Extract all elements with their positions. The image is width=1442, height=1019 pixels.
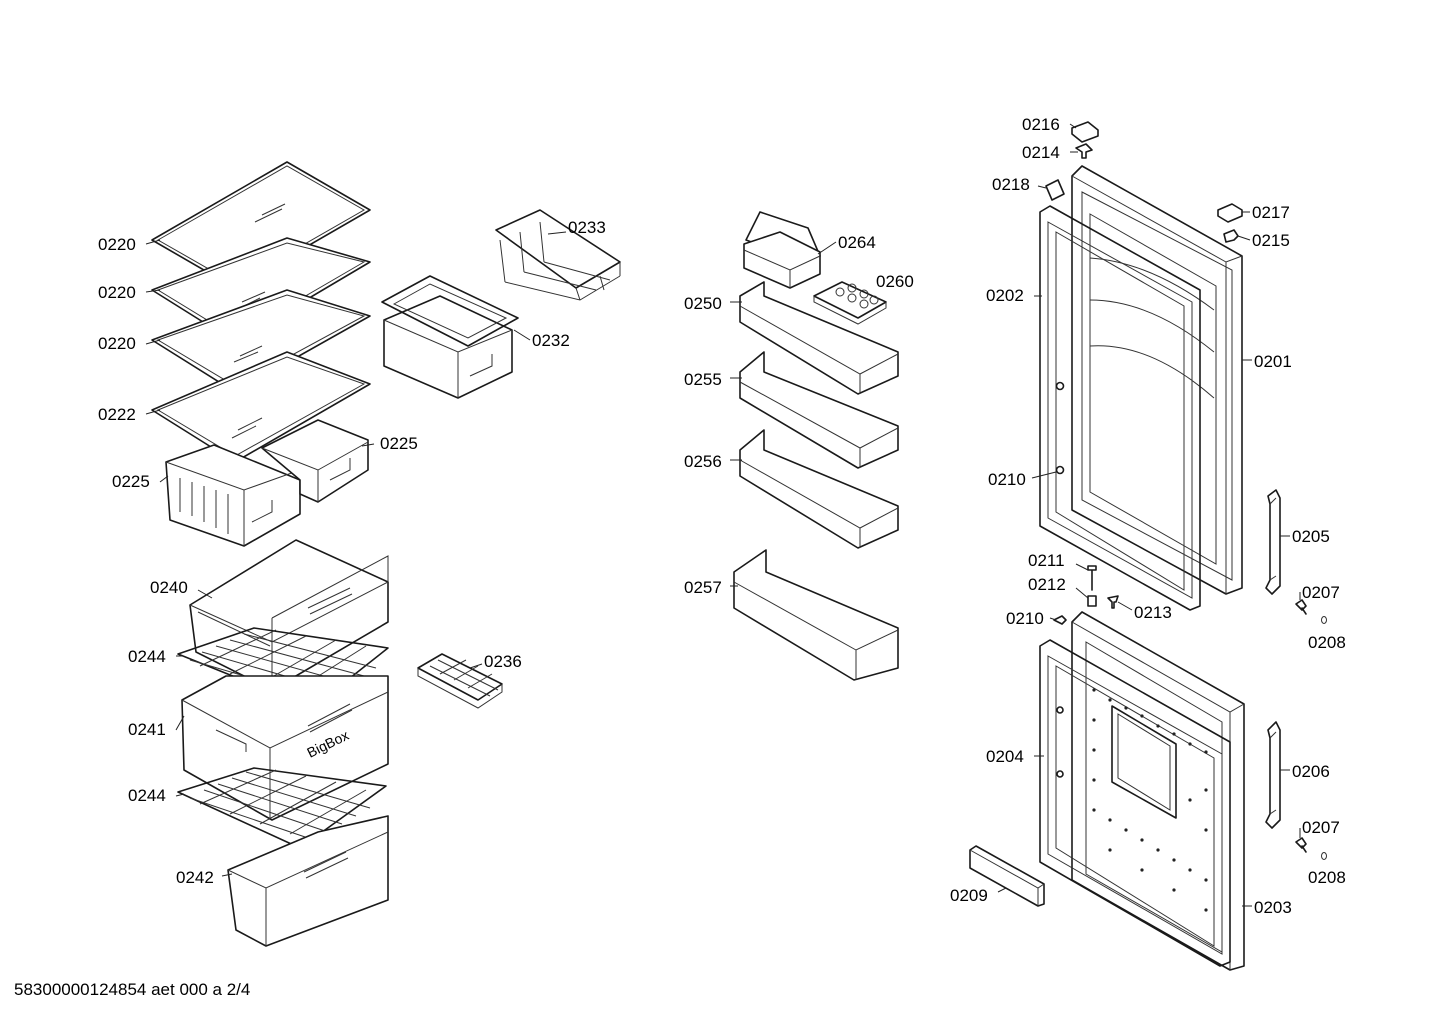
- part-labels: 0220 0220 0220 0222 0225 0225 0233 0232 …: [98, 115, 1346, 917]
- label-0208-a: 0208: [1308, 633, 1346, 652]
- label-0264: 0264: [838, 233, 876, 252]
- label-0203: 0203: [1254, 898, 1292, 917]
- handle-0206: [1265, 721, 1281, 829]
- handle-0205: [1265, 489, 1281, 595]
- label-0244-b: 0244: [128, 786, 166, 805]
- freezer-drawer-0242: [227, 815, 389, 947]
- label-0250: 0250: [684, 294, 722, 313]
- door-gasket-0204: [1039, 639, 1231, 967]
- label-0244-a: 0244: [128, 647, 166, 666]
- label-0201: 0201: [1254, 352, 1292, 371]
- label-0208-b: 0208: [1308, 868, 1346, 887]
- label-0210-b: 0210: [1006, 609, 1044, 628]
- door-inner-panel-dots: [1092, 688, 1208, 912]
- label-0225-b: 0225: [112, 472, 150, 491]
- label-0205: 0205: [1292, 527, 1330, 546]
- document-code-footer: 58300000124854 aet 000 a 2/4: [14, 980, 251, 999]
- door-gasket-0202: [1039, 205, 1201, 611]
- crisper-drawer-0225-left: [165, 444, 301, 547]
- screw-0210-upper-a: [1055, 381, 1065, 391]
- pin-0213: [1107, 595, 1119, 609]
- storage-bin-0232: [381, 275, 519, 399]
- label-0256: 0256: [684, 452, 722, 471]
- label-0206: 0206: [1292, 762, 1330, 781]
- label-0216: 0216: [1022, 115, 1060, 134]
- label-0217: 0217: [1252, 203, 1290, 222]
- door-bin-0257: [733, 549, 899, 681]
- label-0225-a: 0225: [380, 434, 418, 453]
- label-0207-b: 0207: [1302, 818, 1340, 837]
- label-0220-b: 0220: [98, 283, 136, 302]
- door-bin-0250: [739, 281, 899, 395]
- upper-door-0201: [1071, 165, 1243, 595]
- butter-dish-0264: [743, 211, 821, 289]
- label-0255: 0255: [684, 370, 722, 389]
- hinge-bolt-0211: [1087, 565, 1097, 591]
- label-0242: 0242: [176, 868, 214, 887]
- bushing-0212: [1087, 595, 1097, 607]
- label-0241: 0241: [128, 720, 166, 739]
- cover-plate-0218: [1045, 179, 1065, 201]
- hinge-cover-0216: [1071, 121, 1099, 143]
- label-0209: 0209: [950, 886, 988, 905]
- label-0213: 0213: [1134, 603, 1172, 622]
- screw-0210-lower: [1053, 615, 1067, 625]
- trim-strip-0209: [969, 845, 1045, 907]
- door-bin-0256: [739, 429, 899, 549]
- label-0233: 0233: [568, 218, 606, 237]
- egg-tray-0260: [813, 281, 887, 325]
- screw-0210-upper-b: [1055, 465, 1065, 475]
- label-0211: 0211: [1028, 551, 1065, 570]
- washer-0208-lower: [1321, 852, 1327, 860]
- glass-shelf-0220-third: [151, 289, 371, 393]
- label-0257: 0257: [684, 578, 722, 597]
- door-bin-0255: [739, 351, 899, 469]
- wire-shelf-0244-lower: [177, 767, 387, 849]
- hinge-cover-0217: [1217, 203, 1243, 223]
- washer-0208-upper: [1321, 616, 1327, 624]
- screw-0207-lower: [1295, 837, 1307, 853]
- label-0215: 0215: [1252, 231, 1290, 250]
- label-0212: 0212: [1028, 575, 1066, 594]
- glass-shelf-0222: [151, 351, 371, 463]
- label-0260: 0260: [876, 272, 914, 291]
- screw-0207-upper: [1295, 599, 1307, 615]
- hinge-pin-0214: [1075, 143, 1093, 159]
- hinge-pin-0215: [1223, 229, 1239, 243]
- label-0210-a: 0210: [988, 470, 1026, 489]
- label-0204: 0204: [986, 747, 1024, 766]
- ice-tray-0236: [417, 653, 503, 709]
- label-0207-a: 0207: [1302, 583, 1340, 602]
- wire-rack-0233: [495, 209, 621, 301]
- label-0236: 0236: [484, 652, 522, 671]
- leader-lines: [145, 123, 1301, 907]
- label-0220-c: 0220: [98, 334, 136, 353]
- label-0220-a: 0220: [98, 235, 136, 254]
- label-0232: 0232: [532, 331, 570, 350]
- label-0240: 0240: [150, 578, 188, 597]
- crisper-drawer-0225-right: [261, 419, 369, 503]
- label-0214: 0214: [1022, 143, 1060, 162]
- label-0222: 0222: [98, 405, 136, 424]
- bigbox-drawer-0241: BigBox: [181, 675, 389, 821]
- label-0218: 0218: [992, 175, 1030, 194]
- label-0202: 0202: [986, 286, 1024, 305]
